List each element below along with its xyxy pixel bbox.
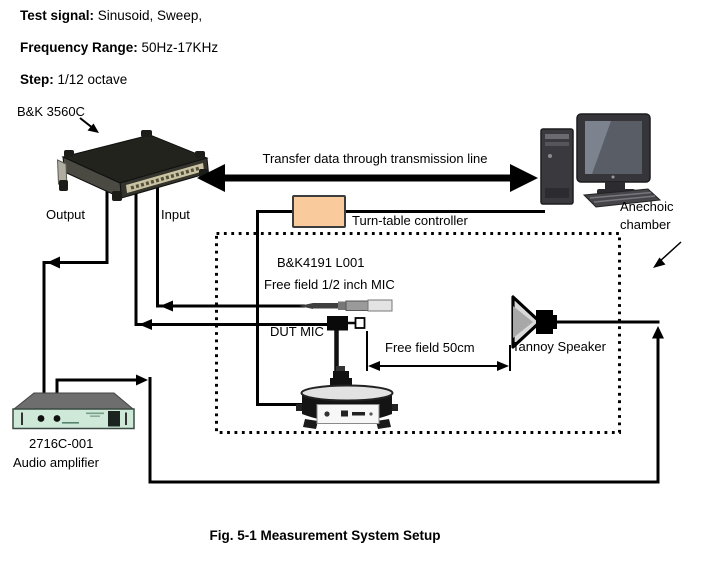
analyzer-input-label: Input — [161, 207, 190, 222]
anechoic-chamber-boundary — [215, 232, 621, 434]
computer-image — [540, 113, 662, 208]
wire-dut-mic-to-analyzer — [134, 168, 332, 330]
turntable-controller-label: Turn-table controller — [352, 213, 468, 228]
anechoic-chamber-label: Anechoic chamber — [620, 199, 674, 232]
analyzer-image — [56, 130, 210, 201]
speaker-image — [511, 295, 557, 349]
figure-caption: Fig. 5-1 Measurement System Setup — [209, 528, 441, 543]
signal-wires — [38, 168, 664, 484]
step-text: Step: 1/12 octave — [20, 72, 128, 87]
reference-mic-type-label: Free field 1/2 inch MIC — [264, 277, 395, 292]
analyzer-pointer-arrow — [79, 117, 99, 133]
reference-mic-image — [299, 299, 393, 312]
amplifier-name-label: Audio amplifier — [13, 455, 99, 470]
transfer-data-arrow — [197, 164, 538, 192]
analyzer-output-label: Output — [46, 207, 86, 222]
speaker-label: Tannoy Speaker — [512, 339, 606, 354]
transfer-arrow-label: Transfer data through transmission line — [262, 151, 488, 166]
wire-analyzer-output-to-amplifier — [38, 168, 109, 411]
amplifier-model-label: 2716C-001 — [29, 436, 94, 451]
dut-mic-label: DUT MIC — [270, 324, 324, 339]
wire-reference-mic-to-analyzer — [156, 168, 305, 312]
dut-mic-image — [327, 316, 366, 331]
free-field-label: Free field 50cm — [385, 340, 475, 355]
turntable-controller-box — [292, 195, 346, 228]
frequency-range-text: Frequency Range: 50Hz-17KHz — [20, 40, 219, 55]
analyzer-label: B&K 3560C — [17, 104, 85, 119]
free-field-dimension-arrow — [366, 331, 511, 371]
wire-turntable-controller — [256, 210, 545, 406]
reference-mic-model-label: B&K4191 L001 — [277, 255, 365, 270]
anechoic-pointer-arrow — [653, 241, 682, 268]
test-signal-text: Test signal: Sinusoid, Sweep, — [20, 8, 203, 23]
turntable-image — [296, 366, 398, 429]
amplifier-image — [12, 392, 135, 430]
